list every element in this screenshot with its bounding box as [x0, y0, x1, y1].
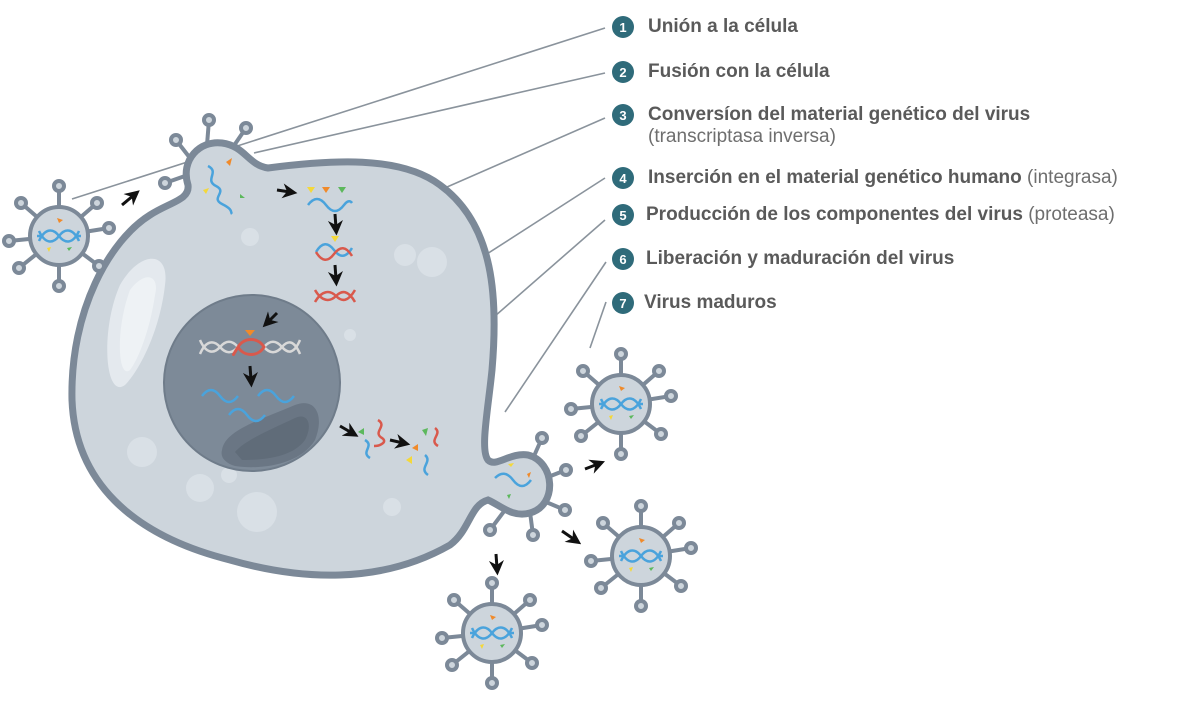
integrated-viral-dna: [232, 338, 266, 356]
arrow-assembly: [389, 434, 411, 449]
step-title: Unión a la célula: [648, 16, 798, 37]
step-badge: 1: [612, 16, 634, 38]
arrow-release-right: [561, 529, 582, 545]
leader-line-7: [589, 301, 607, 349]
legend-step-6: 6 Liberación y maduración del virus: [612, 248, 954, 270]
step-note: (proteasa): [1028, 204, 1115, 225]
step-badge: 6: [612, 248, 634, 270]
leader-line-1: [71, 27, 606, 200]
arrow-nucleus-in: [262, 311, 279, 328]
arrow-rt-2: [327, 264, 343, 287]
arrow-transcription: [242, 365, 258, 388]
legend: 1 Unión a la célula 2 Fusión con la célu…: [612, 0, 1200, 330]
step-badge: 2: [612, 61, 634, 83]
leader-lines: [71, 27, 607, 413]
virus-mature-1: [564, 347, 678, 461]
viral-dna: [313, 289, 357, 303]
step-note: (integrasa): [1027, 167, 1118, 188]
arrow-approach: [121, 190, 140, 207]
viral-rna-bud: [494, 472, 532, 488]
virus-mature-2: [584, 499, 698, 613]
step-title: Fusión con la célula: [648, 61, 830, 82]
step-badge: 3: [612, 104, 634, 126]
viral-rna-single: [307, 197, 354, 213]
viral-rna-entry: [207, 164, 234, 215]
viral-rna-out-1: [364, 438, 371, 460]
cell-vesicles: [127, 228, 447, 532]
step-title: Virus maduros: [644, 292, 777, 313]
leader-line-6: [504, 261, 607, 413]
human-dna: [198, 339, 302, 355]
viral-protein-1: [373, 418, 386, 448]
step-badge: 4: [612, 167, 634, 189]
legend-step-5: 5 Producción de los componentes del viru…: [612, 204, 1115, 226]
leader-line-2: [253, 72, 606, 154]
step-title: Liberación y maduración del virus: [646, 248, 955, 269]
arrow-export: [339, 422, 359, 437]
step-title: Producción de los componentes del virus: [646, 204, 1023, 225]
viral-protein-2: [433, 427, 439, 448]
rna-dna-hybrid: [314, 243, 354, 261]
enzymes-row: [307, 187, 346, 193]
legend-step-4: 4 Inserción en el material genético huma…: [612, 167, 1118, 189]
arrow-release-up: [584, 459, 606, 474]
legend-step-1: 1 Unión a la célula: [612, 16, 798, 38]
virus-mature-3: [435, 576, 549, 690]
legend-step-7: 7 Virus maduros: [612, 292, 777, 314]
viral-rna-out-2: [423, 454, 429, 477]
arrow-entry: [276, 183, 298, 199]
step-badge: 7: [612, 292, 634, 314]
step-badge: 5: [612, 204, 634, 226]
viral-rna-nucleus: [201, 388, 295, 423]
step-note: (transcriptasa inversa): [648, 126, 836, 147]
legend-step-2: 2 Fusión con la célula: [612, 61, 830, 83]
legend-step-3: 3 Conversíon del material genético del v…: [612, 104, 1030, 148]
step-title: Inserción en el material genético humano: [648, 167, 1022, 188]
arrow-release-down: [488, 553, 504, 576]
arrow-rt-1: [327, 213, 343, 236]
integrase-enzyme: [245, 330, 255, 336]
process-arrows: [121, 183, 606, 576]
step-title: Conversíon del material genético del vir…: [648, 104, 1031, 125]
